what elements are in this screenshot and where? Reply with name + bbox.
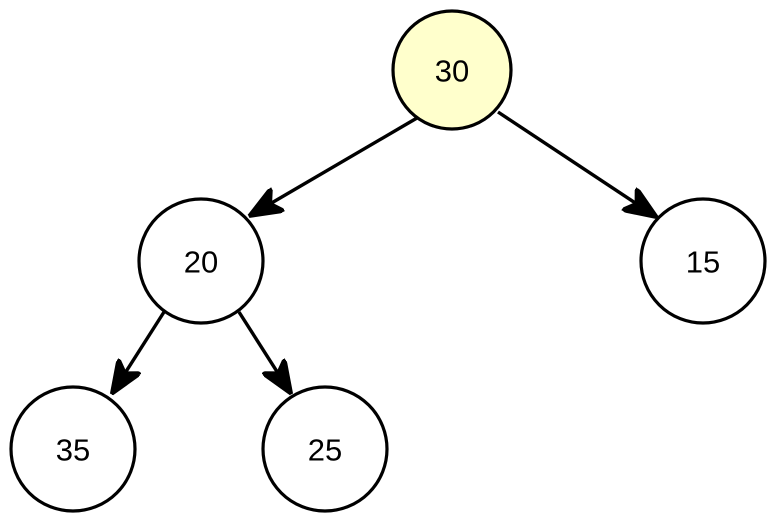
node-circle-30[interactable] — [391, 9, 513, 131]
node-circle-35[interactable] — [9, 385, 137, 513]
node-label-15: 15 — [686, 245, 720, 280]
tree-node-35[interactable]: 35 — [9, 385, 137, 513]
edge-20-to-35 — [113, 311, 166, 392]
edge-group — [113, 110, 655, 392]
node-label-25: 25 — [308, 433, 342, 468]
node-label-20: 20 — [184, 245, 218, 280]
tree-node-30[interactable]: 30 — [391, 9, 513, 131]
edge-root-to-15 — [497, 110, 655, 216]
tree-node-25[interactable]: 25 — [261, 385, 389, 513]
node-circle-15[interactable] — [639, 197, 767, 325]
node-circle-25[interactable] — [261, 385, 389, 513]
node-circle-20[interactable] — [137, 197, 265, 325]
node-label-30: 30 — [435, 54, 469, 89]
edge-20-to-25 — [237, 311, 290, 392]
edge-root-to-20 — [251, 116, 418, 215]
node-group: 30 20 15 35 25 — [9, 9, 767, 513]
node-label-35: 35 — [56, 433, 90, 468]
tree-node-15[interactable]: 15 — [639, 197, 767, 325]
tree-node-20[interactable]: 20 — [137, 197, 265, 325]
